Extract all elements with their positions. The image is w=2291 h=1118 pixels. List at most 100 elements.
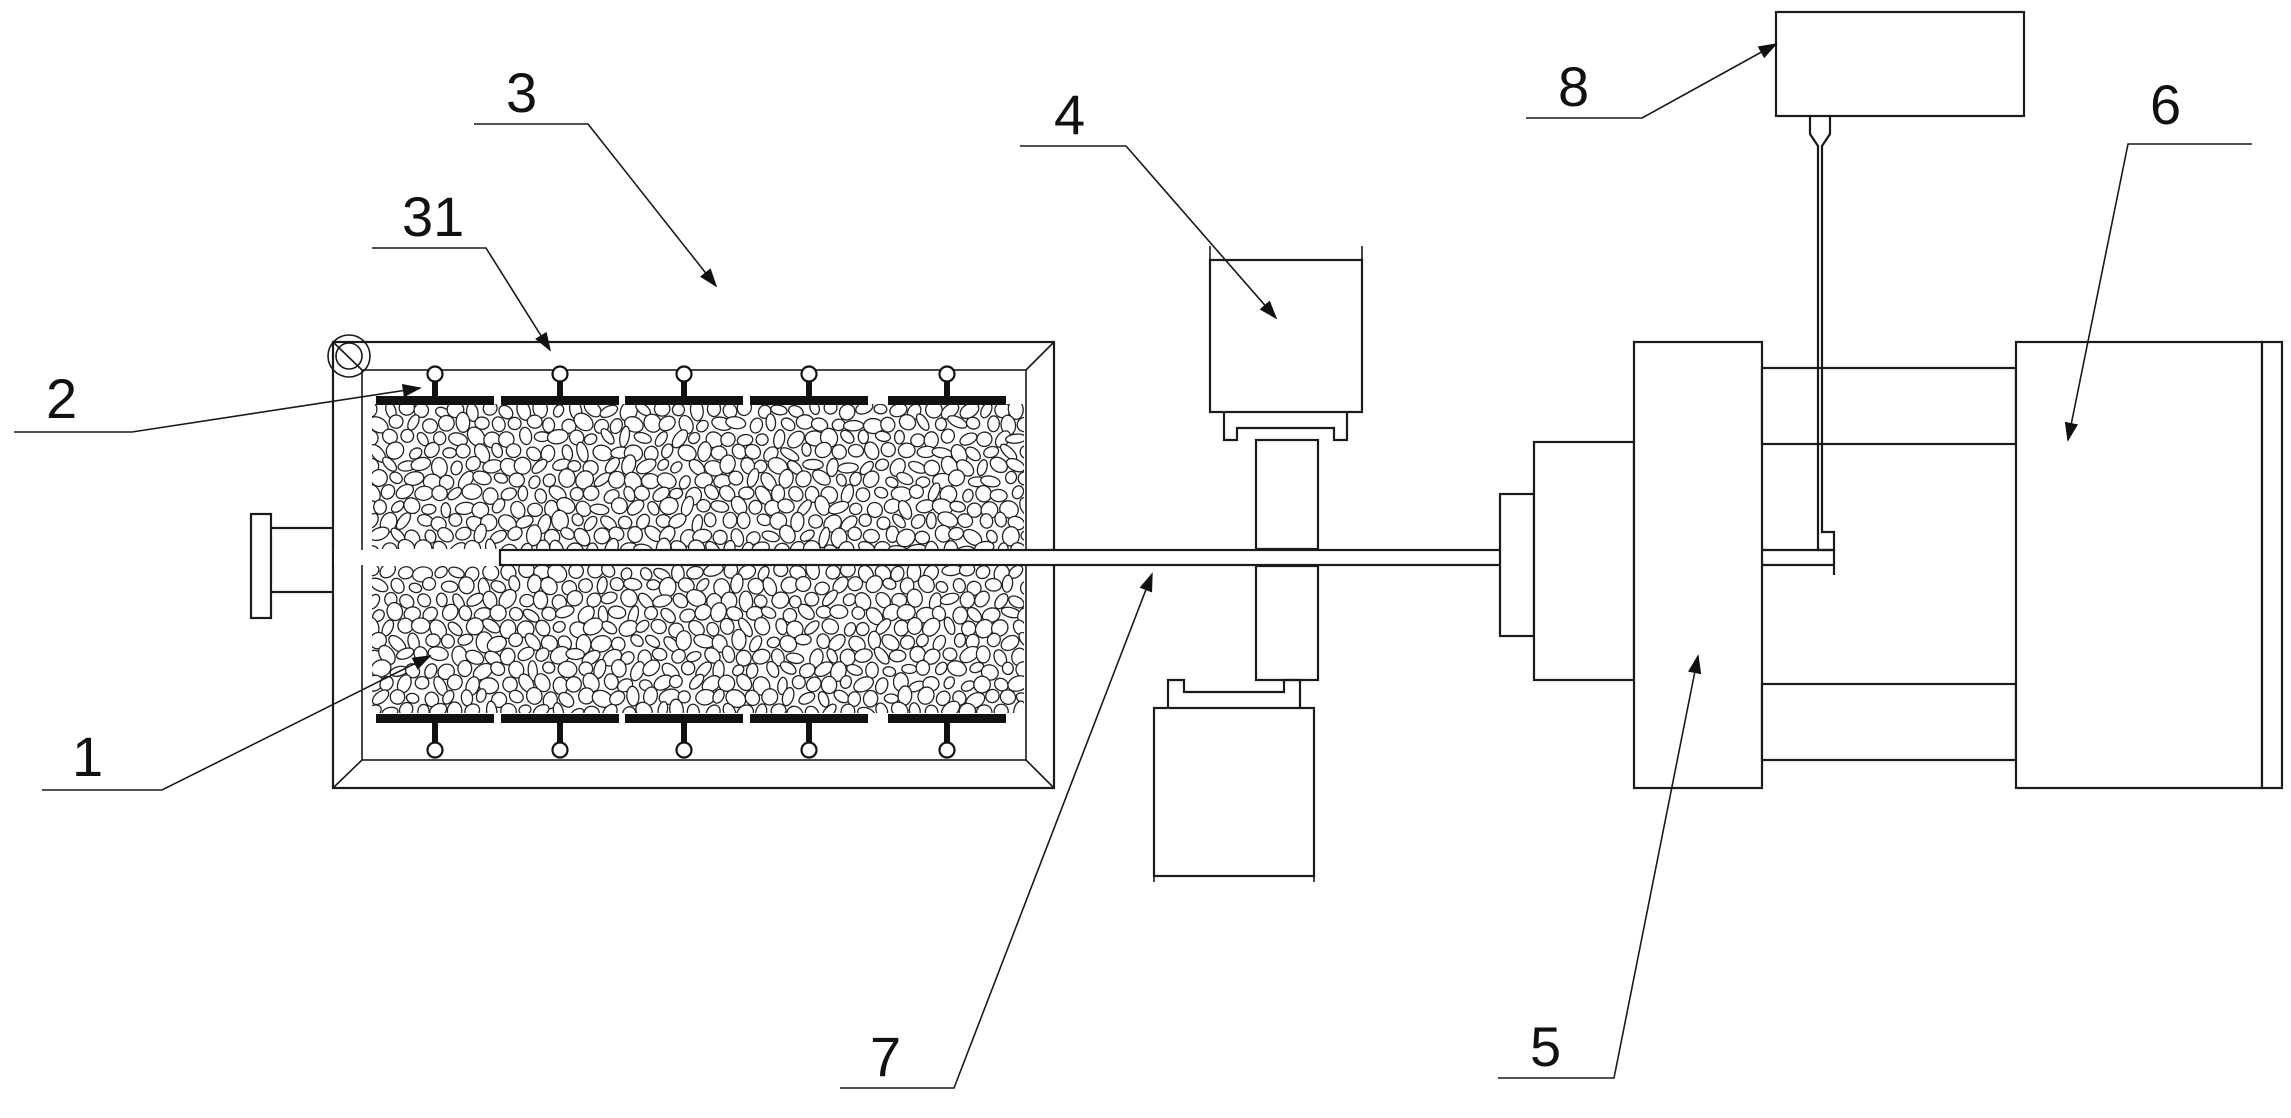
granule (973, 675, 991, 694)
granule (526, 446, 542, 462)
gearbox-block (1632, 340, 1764, 790)
granule (448, 566, 465, 579)
granule (915, 659, 931, 676)
granule (935, 690, 951, 707)
granule (798, 662, 816, 679)
granule (695, 419, 709, 433)
granule (621, 706, 637, 713)
granule (507, 416, 522, 431)
granule (989, 456, 1009, 474)
granule (609, 418, 623, 435)
granule (736, 511, 751, 530)
clamp-lower-block (1152, 706, 1316, 878)
granule (499, 543, 518, 549)
granule (863, 441, 880, 461)
granule (710, 445, 728, 461)
heating-plate-terminal (675, 741, 693, 759)
granule (722, 702, 737, 713)
granule (906, 616, 923, 635)
label-8: 8 (1558, 55, 1589, 118)
granule (840, 703, 856, 713)
lifting-ring-outer (327, 334, 371, 378)
granule (994, 511, 1007, 528)
granule (924, 404, 943, 419)
granule (1008, 595, 1024, 609)
granule (703, 512, 717, 528)
chuck-flange-large (1532, 440, 1636, 682)
granule (720, 431, 736, 448)
granule (703, 484, 720, 501)
granule (1018, 631, 1024, 648)
granule (917, 686, 935, 705)
granule (969, 661, 985, 674)
granule (821, 703, 837, 713)
granule (736, 433, 754, 447)
granule (424, 529, 437, 544)
granule (372, 704, 382, 713)
granule (898, 413, 917, 431)
granule (880, 441, 896, 458)
granule (583, 705, 601, 713)
granule (600, 591, 618, 605)
granule (692, 528, 713, 544)
tank-corner-tr (1025, 341, 1055, 371)
granule (976, 459, 988, 477)
granule (962, 488, 974, 503)
granule (748, 499, 763, 515)
granule (1010, 542, 1024, 549)
granule (560, 526, 575, 541)
granule (644, 634, 661, 648)
granule (906, 588, 923, 608)
granule (526, 414, 543, 429)
granule (804, 705, 820, 713)
granule (455, 526, 472, 541)
granule (677, 577, 695, 593)
granule (633, 543, 654, 549)
heating-plate-terminal (426, 365, 444, 383)
heating-plate-terminal (938, 741, 956, 759)
granule (437, 414, 455, 432)
granule (986, 632, 1001, 648)
granule (939, 592, 960, 606)
granule (847, 576, 864, 592)
granule (457, 633, 474, 646)
heating-plate (625, 396, 743, 405)
granule (779, 447, 800, 462)
granule (670, 540, 688, 549)
granule (976, 431, 993, 448)
granule (440, 502, 452, 519)
granule (589, 503, 610, 516)
granule (466, 592, 485, 607)
granule (997, 542, 1009, 549)
granule (876, 516, 891, 531)
granule (874, 677, 889, 695)
granule (1005, 457, 1024, 473)
motor-housing (2014, 340, 2264, 790)
granule (618, 619, 639, 637)
label-6: 6 (2150, 73, 2181, 136)
granule (993, 703, 1009, 713)
granule (818, 526, 831, 549)
granule (531, 458, 548, 475)
granule (535, 647, 550, 662)
granule (725, 416, 747, 430)
granule (461, 483, 483, 500)
granule (620, 567, 633, 581)
granule (901, 663, 918, 675)
granule (585, 542, 599, 549)
granule (745, 662, 759, 679)
granule (403, 471, 425, 486)
label-7: 7 (870, 1025, 901, 1088)
controller-cable-right (1820, 116, 1836, 575)
granule (627, 525, 644, 544)
granule (975, 645, 991, 664)
heating-plates-top (376, 365, 1006, 405)
granule (660, 443, 674, 459)
granule (471, 501, 490, 519)
granule (566, 590, 584, 607)
granule (465, 455, 481, 472)
granule (455, 411, 471, 433)
granule (814, 581, 830, 596)
heating-plate-terminal (800, 365, 818, 383)
granule (413, 539, 433, 549)
